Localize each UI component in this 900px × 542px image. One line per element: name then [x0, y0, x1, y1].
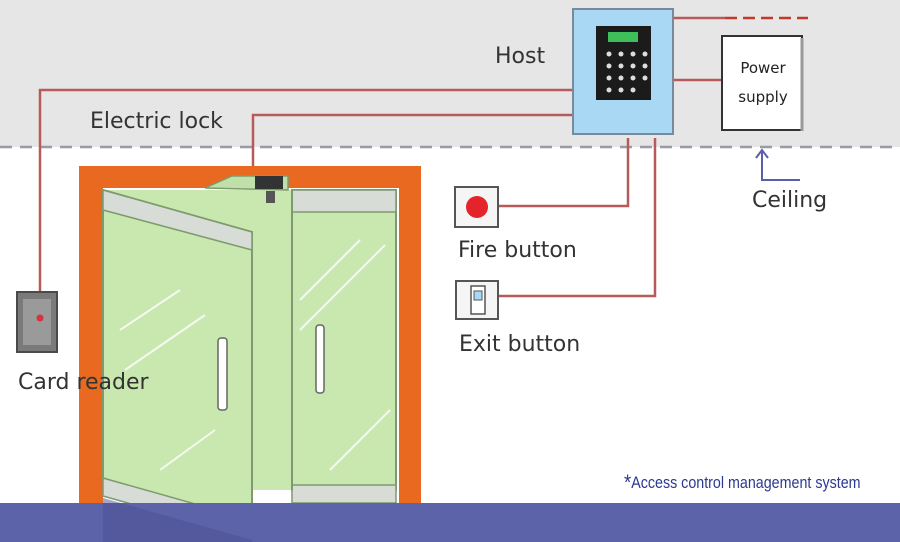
left-door-panel — [102, 188, 293, 540]
host-label: Host — [495, 44, 546, 69]
fire-button-label: Fire button — [458, 238, 577, 263]
electric-lock-label: Electric lock — [90, 109, 223, 134]
card-reader-device — [16, 291, 58, 353]
asterisk-marker: * — [624, 470, 632, 495]
power-supply-box — [721, 35, 804, 131]
wire-fire-button — [498, 138, 630, 208]
ceiling-pointer — [755, 148, 800, 181]
exit-button-device — [455, 280, 499, 320]
right-door-panel — [291, 189, 397, 504]
electric-lock-device — [204, 175, 289, 203]
wire-card-reader — [38, 88, 583, 292]
host-controller — [572, 8, 674, 135]
floor-door-shadow — [103, 498, 252, 542]
power-supply-label: Power supply — [738, 59, 788, 106]
card-reader-label: Card reader — [18, 370, 149, 395]
exit-button-label: Exit button — [459, 332, 581, 357]
wiring — [38, 16, 725, 298]
system-caption: *Access control management system — [624, 470, 861, 496]
wire-electric-lock — [251, 113, 583, 176]
caption-text: Access control management system — [631, 473, 861, 492]
fire-button-device — [454, 186, 499, 228]
wire-exit-button — [498, 138, 657, 298]
ceiling-label: Ceiling — [752, 188, 828, 213]
